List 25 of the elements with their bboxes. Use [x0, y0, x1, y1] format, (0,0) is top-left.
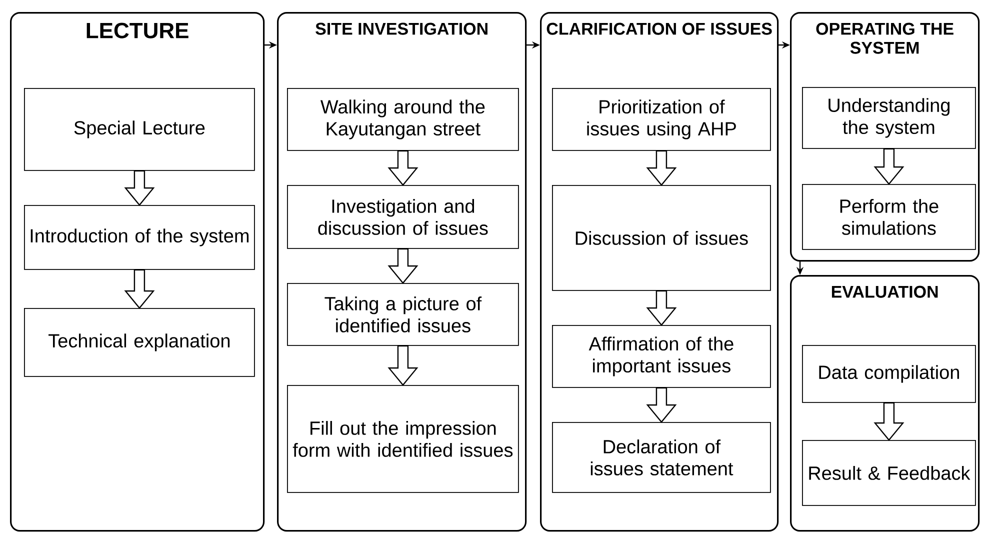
block-arrow [646, 290, 677, 326]
block-arrow [388, 345, 418, 386]
step-box: Result & Feedback [802, 440, 976, 506]
step-box: Data compilation [802, 345, 976, 403]
step-box: Declaration of issues statement [552, 422, 771, 493]
block-arrow [874, 148, 904, 185]
step-box: Understanding the system [802, 87, 976, 149]
step-box: Technical explanation [24, 308, 255, 377]
block-arrow [388, 248, 418, 284]
step-box: Special Lecture [24, 88, 255, 171]
step-box: Affirmation of the important issues [552, 325, 771, 388]
step-box: Discussion of issues [552, 185, 771, 291]
step-box: Fill out the impression form with identified issues [287, 385, 519, 493]
block-arrow [124, 170, 155, 206]
block-arrow [124, 269, 155, 309]
step-box: Prioritization of issues using AHP [552, 88, 771, 151]
block-arrow [874, 402, 904, 441]
step-box: Taking a picture of identified issues [287, 283, 519, 346]
step-box: Investigation and discussion of issues [287, 185, 519, 249]
block-arrow [646, 150, 677, 186]
step-box: Introduction of the system [24, 205, 255, 270]
step-box: Walking around the Kayutangan street [287, 88, 519, 151]
block-arrow [646, 387, 677, 423]
block-arrow [388, 150, 418, 186]
step-box: Perform the simulations [802, 184, 976, 250]
